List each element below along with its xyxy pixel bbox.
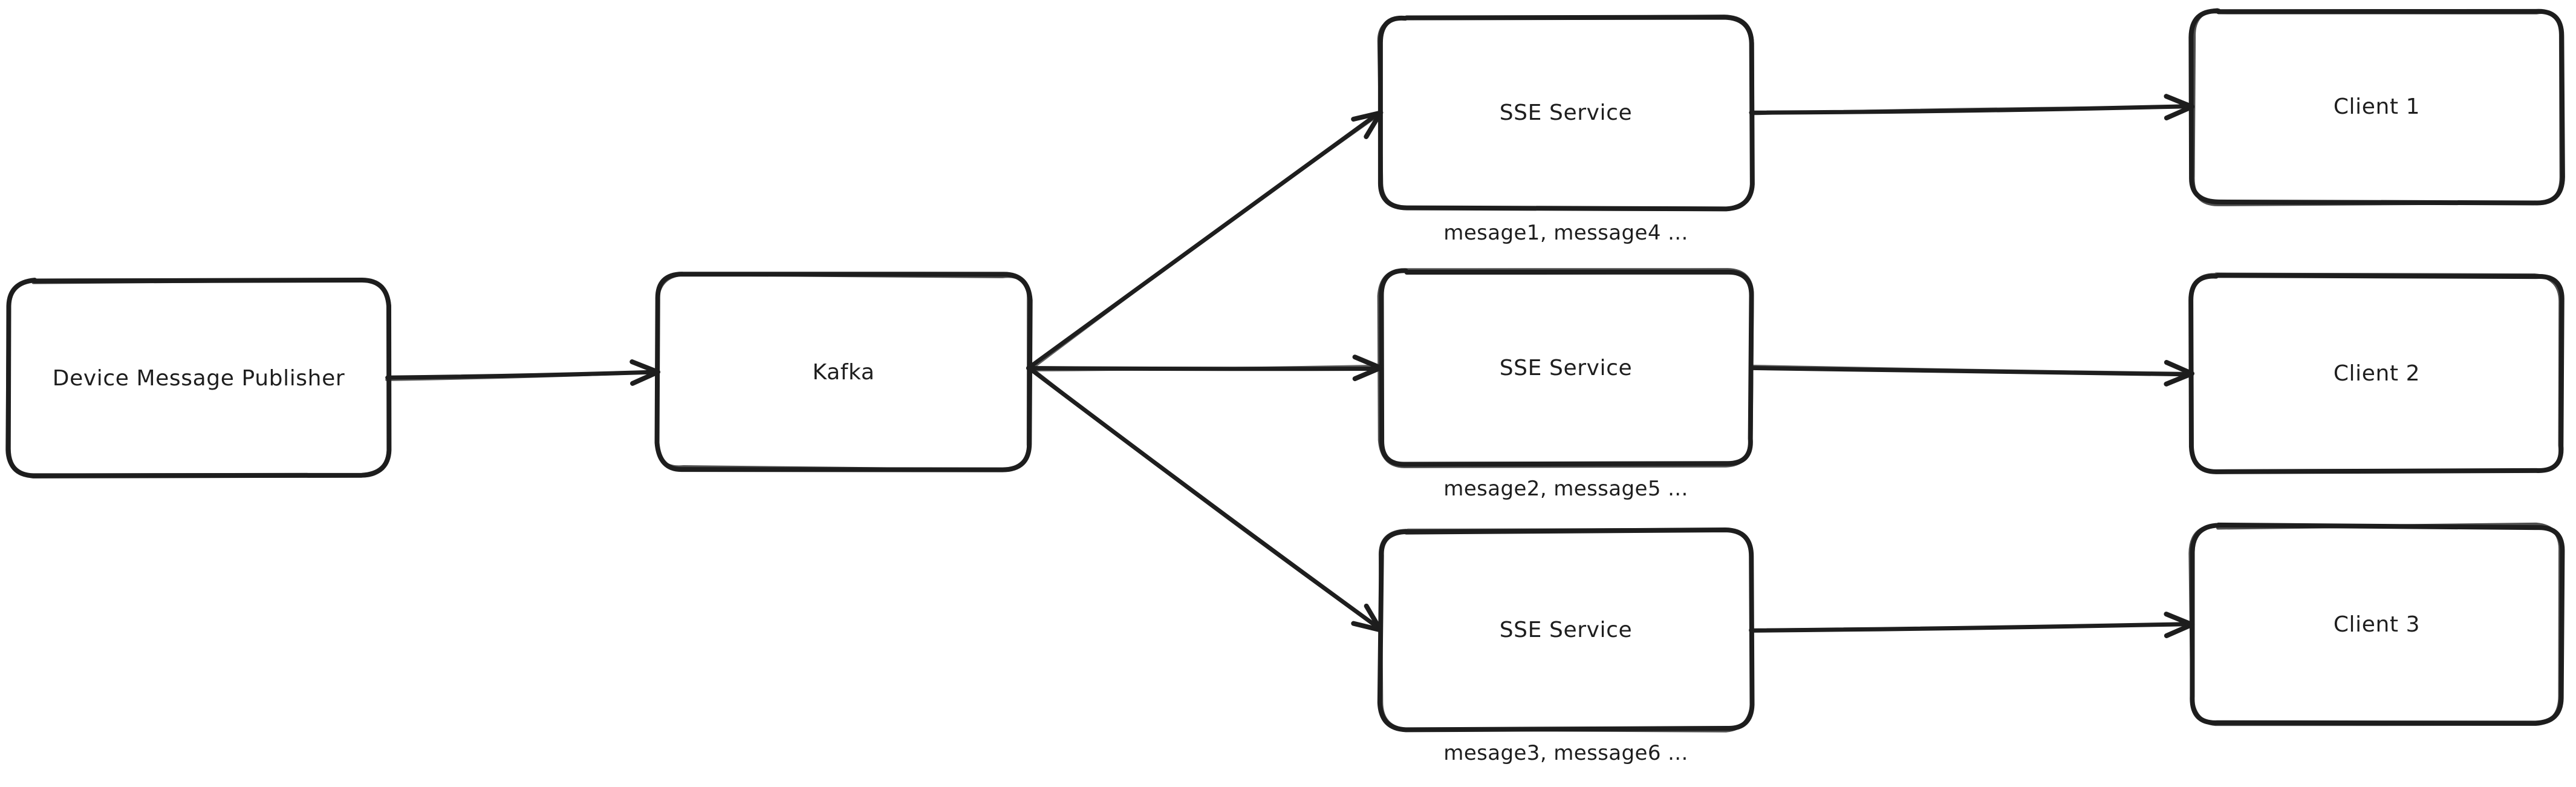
node-client-1[interactable] [2192, 11, 2561, 203]
node-sse-service-2[interactable] [1381, 271, 1751, 465]
edge-line-e-kafka-sse1 [1029, 111, 1384, 371]
node-sse-service-1[interactable] [1381, 17, 1751, 209]
node-outline-sse3 [1378, 527, 1754, 733]
edge-line-e-sse3-client3 [1749, 622, 2195, 632]
node-shape-group [5, 8, 2565, 733]
arrowhead-overstroke-e-sse1-client1 [2168, 95, 2194, 118]
node-outline-client2 [2190, 272, 2562, 474]
node-outline-kafka [655, 272, 1030, 472]
node-outline-client1 [2191, 8, 2563, 206]
arrowhead-overstroke-e-kafka-sse2 [1357, 358, 1383, 380]
arrowhead-overstroke-e-pub-kafka [634, 361, 660, 384]
node-kafka[interactable] [658, 275, 1029, 469]
node-outline-sse2 [1377, 268, 1754, 468]
node-sse-service-3[interactable] [1381, 531, 1751, 729]
arrowhead-overstroke-e-kafka-sse3 [1355, 607, 1382, 632]
arrowhead-overstroke-e-kafka-sse1 [1355, 112, 1382, 136]
edge-line-e-sse1-client1 [1751, 106, 2193, 116]
node-outline-sse1 [1377, 15, 1755, 211]
edge-label-message-stream-2: mesage2, message5 ... [1443, 477, 1688, 501]
edge-line-e-kafka-sse3 [1029, 366, 1381, 630]
node-outline-client3 [2188, 522, 2562, 727]
node-client-2[interactable] [2192, 275, 2561, 472]
arrowhead-overstroke-e-sse3-client3 [2167, 614, 2193, 636]
edge-group [385, 94, 2195, 638]
arrowhead-overstroke-e-sse2-client2 [2167, 362, 2193, 384]
node-publisher[interactable] [9, 281, 388, 475]
node-client-3[interactable] [2192, 526, 2561, 723]
edge-line-e-sse2-client2 [1750, 364, 2193, 375]
node-outline-publisher [5, 278, 391, 479]
edge-line-e-kafka-sse2 [1027, 364, 1381, 371]
edge-label-message-stream-3: mesage3, message6 ... [1443, 741, 1688, 765]
edge-label-message-stream-1: mesage1, message4 ... [1443, 221, 1688, 245]
edge-line-e-pub-kafka [385, 371, 660, 382]
